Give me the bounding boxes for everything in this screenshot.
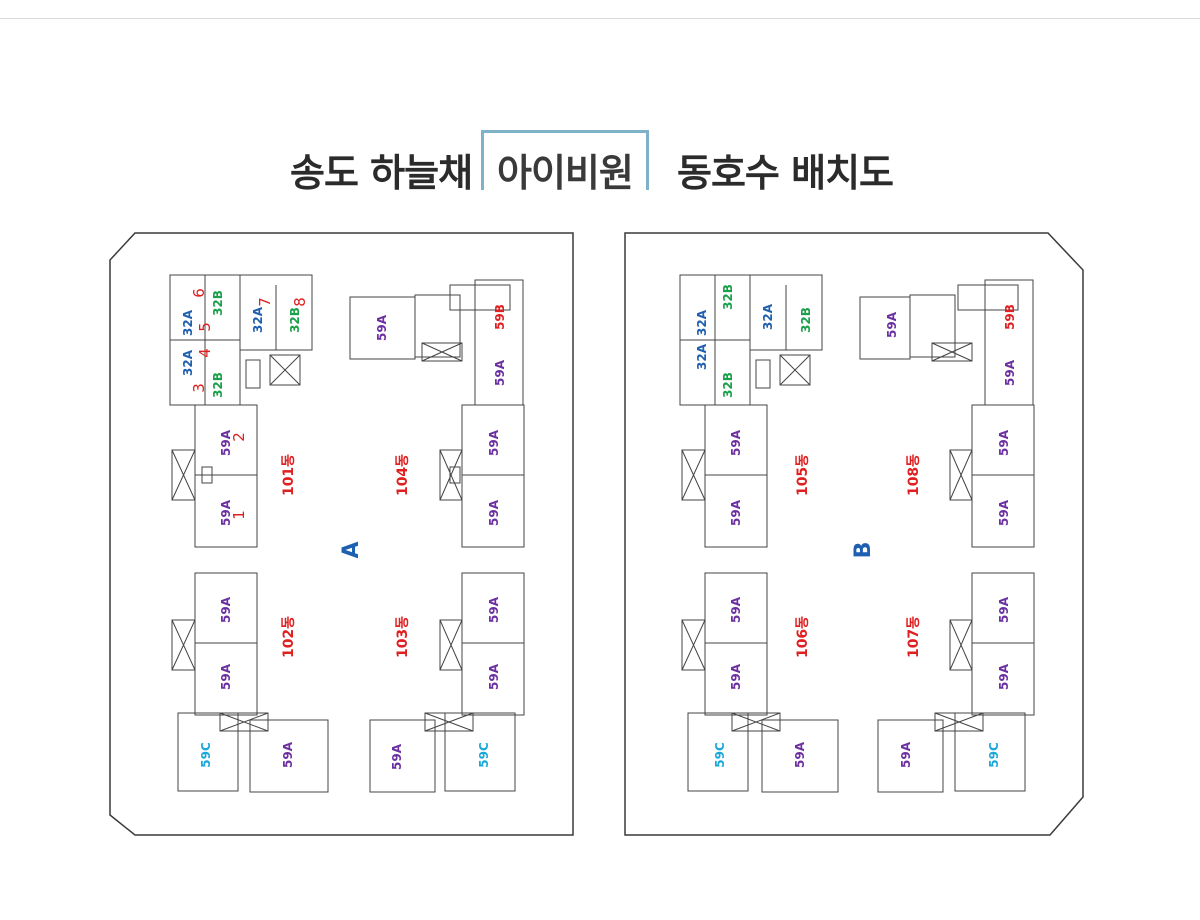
title-part2: 동호수 배치도: [677, 151, 894, 195]
unit-type-label: 59A: [219, 499, 233, 526]
zone-a: A 32A 32B 32A 32B 32A 32B 6 5 4 3 7 8 2 …: [169, 274, 525, 793]
building-label: 108동: [906, 454, 922, 496]
unit-type-label: 32A: [695, 309, 709, 336]
unit-type-label: 59A: [281, 741, 295, 768]
unit-number: 7: [256, 297, 274, 307]
building-label: 107동: [906, 616, 922, 658]
unit-type-label: 59A: [729, 429, 743, 456]
unit-number: 6: [190, 288, 208, 298]
unit-type-label: 32A: [761, 303, 775, 330]
unit-type-label: 59A: [487, 429, 501, 456]
unit-type-label: 32B: [799, 307, 813, 333]
unit-type-label: 32A: [695, 343, 709, 370]
unit-type-label: 59C: [199, 742, 213, 768]
unit-type-label: 59A: [487, 663, 501, 690]
building-label: 102동: [281, 616, 297, 658]
unit-type-label: 59A: [487, 499, 501, 526]
unit-type-label: 59A: [390, 743, 404, 770]
unit-type-label: 59A: [219, 663, 233, 690]
building-102: 59A 59A 59C 59A 102동: [171, 572, 329, 793]
zone-letter: B: [851, 542, 876, 559]
unit-type-label: 59B: [493, 304, 507, 330]
unit-type-label: 59C: [477, 742, 491, 768]
unit-type-label: 59C: [713, 742, 727, 768]
building-103: 59A 59A 59A 59C 103동: [369, 572, 525, 793]
unit-type-label: 32B: [211, 290, 225, 316]
building-label: 101동: [281, 454, 297, 496]
site-plan: A 32A 32B 32A 32B 32A 32B 6 5 4 3 7 8 2 …: [109, 232, 1084, 836]
unit-type-label: 59A: [885, 311, 899, 338]
building-small-units: [679, 274, 823, 406]
unit-type-label: 59A: [219, 596, 233, 623]
unit-type-label: 59A: [899, 741, 913, 768]
building-108: 59A 59B 59A 59A 59A 108동: [859, 279, 1035, 548]
zone-letter: A: [339, 541, 364, 558]
title-part1: 송도 하늘채: [290, 151, 473, 195]
unit-type-label: 59B: [1003, 304, 1017, 330]
building-label: 105동: [795, 454, 811, 496]
unit-type-label: 59A: [729, 663, 743, 690]
unit-number: 2: [230, 432, 248, 442]
unit-type-label: 59A: [1003, 359, 1017, 386]
zone-b-boundary: [624, 232, 1084, 836]
building-104: 59A 59B 59A 59A 59A 104동: [349, 279, 525, 548]
unit-type-label: 59A: [997, 429, 1011, 456]
unit-type-label: 32A: [251, 306, 265, 333]
building-107: 59A 59A 59A 59C 107동: [877, 572, 1035, 793]
unit-type-label: 59A: [493, 359, 507, 386]
unit-type-label: 32A: [181, 349, 195, 376]
unit-type-label: 32B: [721, 284, 735, 310]
unit-type-label: 32B: [288, 307, 302, 333]
building-label: 104동: [395, 454, 411, 496]
unit-type-label: 59A: [729, 596, 743, 623]
unit-type-label: 59A: [375, 314, 389, 341]
building-105: 59A 59A 105동: [681, 404, 811, 548]
unit-type-label: 32B: [211, 372, 225, 398]
unit-type-label: 59C: [987, 742, 1001, 768]
unit-type-label: 59A: [487, 596, 501, 623]
building-label: 106동: [795, 616, 811, 658]
building-label: 103동: [395, 616, 411, 658]
top-divider: [0, 18, 1200, 19]
unit-number: 4: [196, 348, 214, 358]
unit-number: 8: [291, 297, 309, 307]
building-106: 59A 59A 59C 59A 106동: [681, 572, 839, 793]
unit-number: 5: [196, 322, 214, 332]
unit-type-label: 59A: [997, 663, 1011, 690]
unit-type-label: 59A: [997, 596, 1011, 623]
page-title: 송도 하늘채 아이비원 동호수 배치도: [0, 130, 1200, 200]
building-101: 59A 59A 101동: [171, 404, 297, 548]
title-brand: 아이비원: [497, 151, 634, 195]
unit-type-label: 32A: [181, 309, 195, 336]
unit-number: 3: [190, 383, 208, 393]
unit-type-label: 59A: [219, 429, 233, 456]
unit-type-label: 59A: [729, 499, 743, 526]
zone-b: B 32A 32B 32A 32B 32A 32B 59A: [679, 274, 1035, 793]
unit-type-label: 32B: [721, 372, 735, 398]
zone-a-boundary: [109, 232, 574, 836]
unit-type-label: 59A: [997, 499, 1011, 526]
brand-bracket: [481, 130, 649, 190]
unit-number: 1: [230, 510, 248, 520]
unit-type-label: 59A: [793, 741, 807, 768]
